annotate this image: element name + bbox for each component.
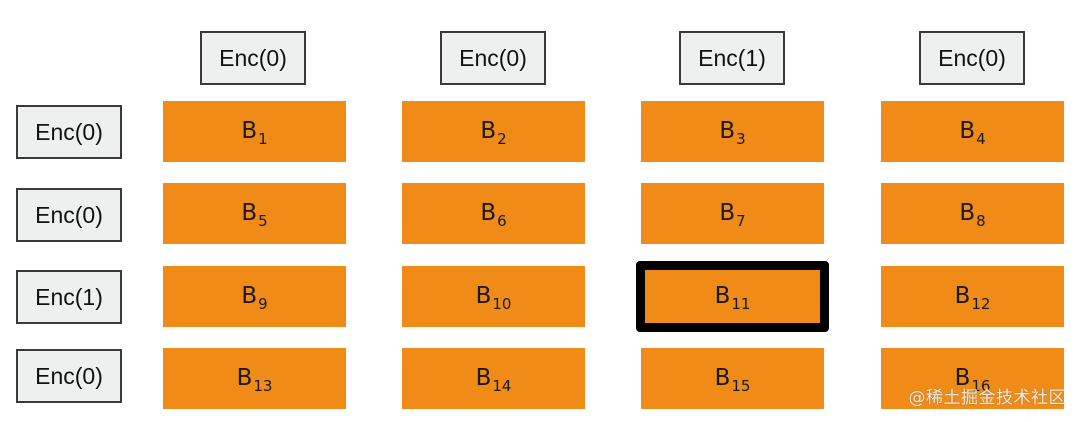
block-index: 14 xyxy=(492,377,512,395)
block-label: B8 xyxy=(959,200,986,230)
block-index: 4 xyxy=(976,130,986,148)
block-b15: B15 xyxy=(641,348,824,409)
block-label: B15 xyxy=(714,365,751,395)
block-b4: B4 xyxy=(881,101,1064,162)
block-label: B16 xyxy=(954,365,991,395)
row-header-4: Enc(0) xyxy=(16,349,122,403)
row-header-2: Enc(0) xyxy=(16,188,122,242)
block-b8: B8 xyxy=(881,183,1064,244)
block-b7: B7 xyxy=(641,183,824,244)
block-b11-selected: B11 xyxy=(636,261,829,332)
block-b16: B16 xyxy=(881,348,1064,409)
block-b9: B9 xyxy=(163,266,346,327)
block-label: B12 xyxy=(954,283,991,313)
block-index: 12 xyxy=(971,295,991,313)
block-index: 9 xyxy=(258,295,268,313)
row-header-1: Enc(0) xyxy=(16,105,122,159)
block-label: B5 xyxy=(241,200,268,230)
block-index: 15 xyxy=(731,377,751,395)
block-b2: B2 xyxy=(402,101,585,162)
block-label: B10 xyxy=(475,283,512,313)
block-b1: B1 xyxy=(163,101,346,162)
block-index: 8 xyxy=(976,212,986,230)
block-b10: B10 xyxy=(402,266,585,327)
block-index: 3 xyxy=(736,130,746,148)
block-b5: B5 xyxy=(163,183,346,244)
block-index: 11 xyxy=(731,295,751,313)
block-label: B11 xyxy=(714,283,751,313)
block-b14: B14 xyxy=(402,348,585,409)
block-label: B1 xyxy=(241,118,268,148)
block-index: 10 xyxy=(492,295,512,313)
row-header-3: Enc(1) xyxy=(16,270,122,324)
column-header-4: Enc(0) xyxy=(919,31,1025,85)
column-header-3: Enc(1) xyxy=(679,31,785,85)
block-label: B14 xyxy=(475,365,512,395)
block-label: B13 xyxy=(236,365,273,395)
block-index: 1 xyxy=(258,130,268,148)
block-label: B9 xyxy=(241,283,268,313)
block-label: B7 xyxy=(719,200,746,230)
block-label: B4 xyxy=(959,118,986,148)
block-index: 7 xyxy=(736,212,746,230)
block-index: 16 xyxy=(971,377,991,395)
block-index: 13 xyxy=(253,377,273,395)
column-header-1: Enc(0) xyxy=(200,31,306,85)
block-b12: B12 xyxy=(881,266,1064,327)
block-label: B2 xyxy=(480,118,507,148)
block-index: 6 xyxy=(497,212,507,230)
block-b6: B6 xyxy=(402,183,585,244)
watermark: @稀土掘金技术社区 xyxy=(908,388,1066,408)
block-label: B6 xyxy=(480,200,507,230)
block-index: 2 xyxy=(497,130,507,148)
column-header-2: Enc(0) xyxy=(440,31,546,85)
block-b3: B3 xyxy=(641,101,824,162)
block-label: B3 xyxy=(719,118,746,148)
block-index: 5 xyxy=(258,212,268,230)
block-b13: B13 xyxy=(163,348,346,409)
